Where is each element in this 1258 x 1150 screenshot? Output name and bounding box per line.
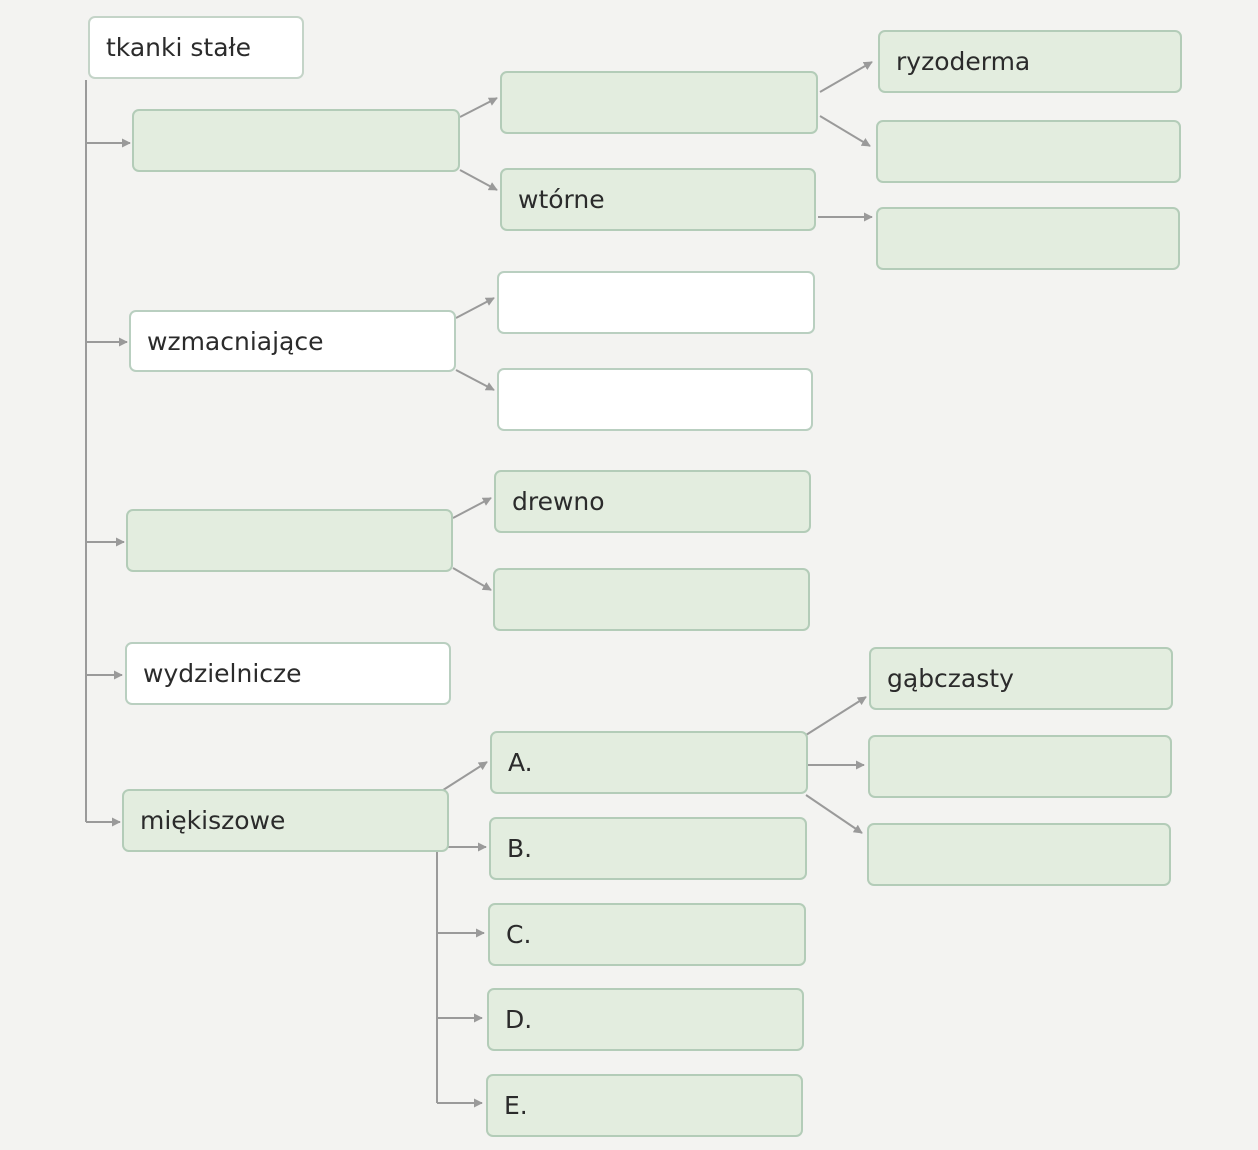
arrow-branch-3-to-drewno [452,497,492,519]
miekiszowe-item-a-box[interactable]: A. [490,731,808,794]
branch-3-child-2-box[interactable] [493,568,810,631]
miekiszowe-box: miękiszowe [122,789,449,852]
miekiszowe-item-b-box[interactable]: B. [489,817,807,880]
wydzielnicze-box: wydzielnicze [125,642,451,705]
arrow-child-1-to-ryzoderma [819,61,873,93]
arrow-branch-3-to-child-2 [452,567,492,591]
miekiszowe-item-e-box[interactable]: E. [486,1074,803,1137]
gabczasty-box: gąbczasty [869,647,1173,710]
arrow-miekiszowe-to-a [439,761,488,793]
drewno-box: drewno [494,470,811,533]
miekiszowe-item-d-box[interactable]: D. [487,988,804,1051]
ryzoderma-box: ryzoderma [878,30,1182,93]
item-a-sub-3-box[interactable] [867,823,1171,886]
arrow-branch-1-to-child-1 [459,97,498,118]
arrow-wzmacniajace-to-child-2 [455,369,495,391]
branch-1-child-1-leaf-2-box[interactable] [876,120,1181,183]
branch-1-child-2-leaf-box[interactable] [876,207,1180,270]
branch-1-child-2-box: wtórne [500,168,816,231]
branch-1-child-1-box[interactable] [500,71,818,134]
wzmacniajace-child-1-box[interactable] [497,271,815,334]
arrow-a-to-gabczasty [805,696,867,736]
wzmacniajace-box: wzmacniające [129,310,456,372]
root-box: tkanki stałe [88,16,304,79]
arrow-child-1-to-leaf-2 [819,115,871,147]
arrow-a-to-sub-3 [805,794,863,834]
arrow-branch-1-to-child-2 [459,169,498,191]
branch-1-box[interactable] [132,109,460,172]
branch-3-box[interactable] [126,509,453,572]
arrow-wzmacniajace-to-child-1 [455,297,495,319]
wzmacniajace-child-2-box[interactable] [497,368,813,431]
miekiszowe-item-c-box[interactable]: C. [488,903,806,966]
item-a-sub-2-box[interactable] [868,735,1172,798]
